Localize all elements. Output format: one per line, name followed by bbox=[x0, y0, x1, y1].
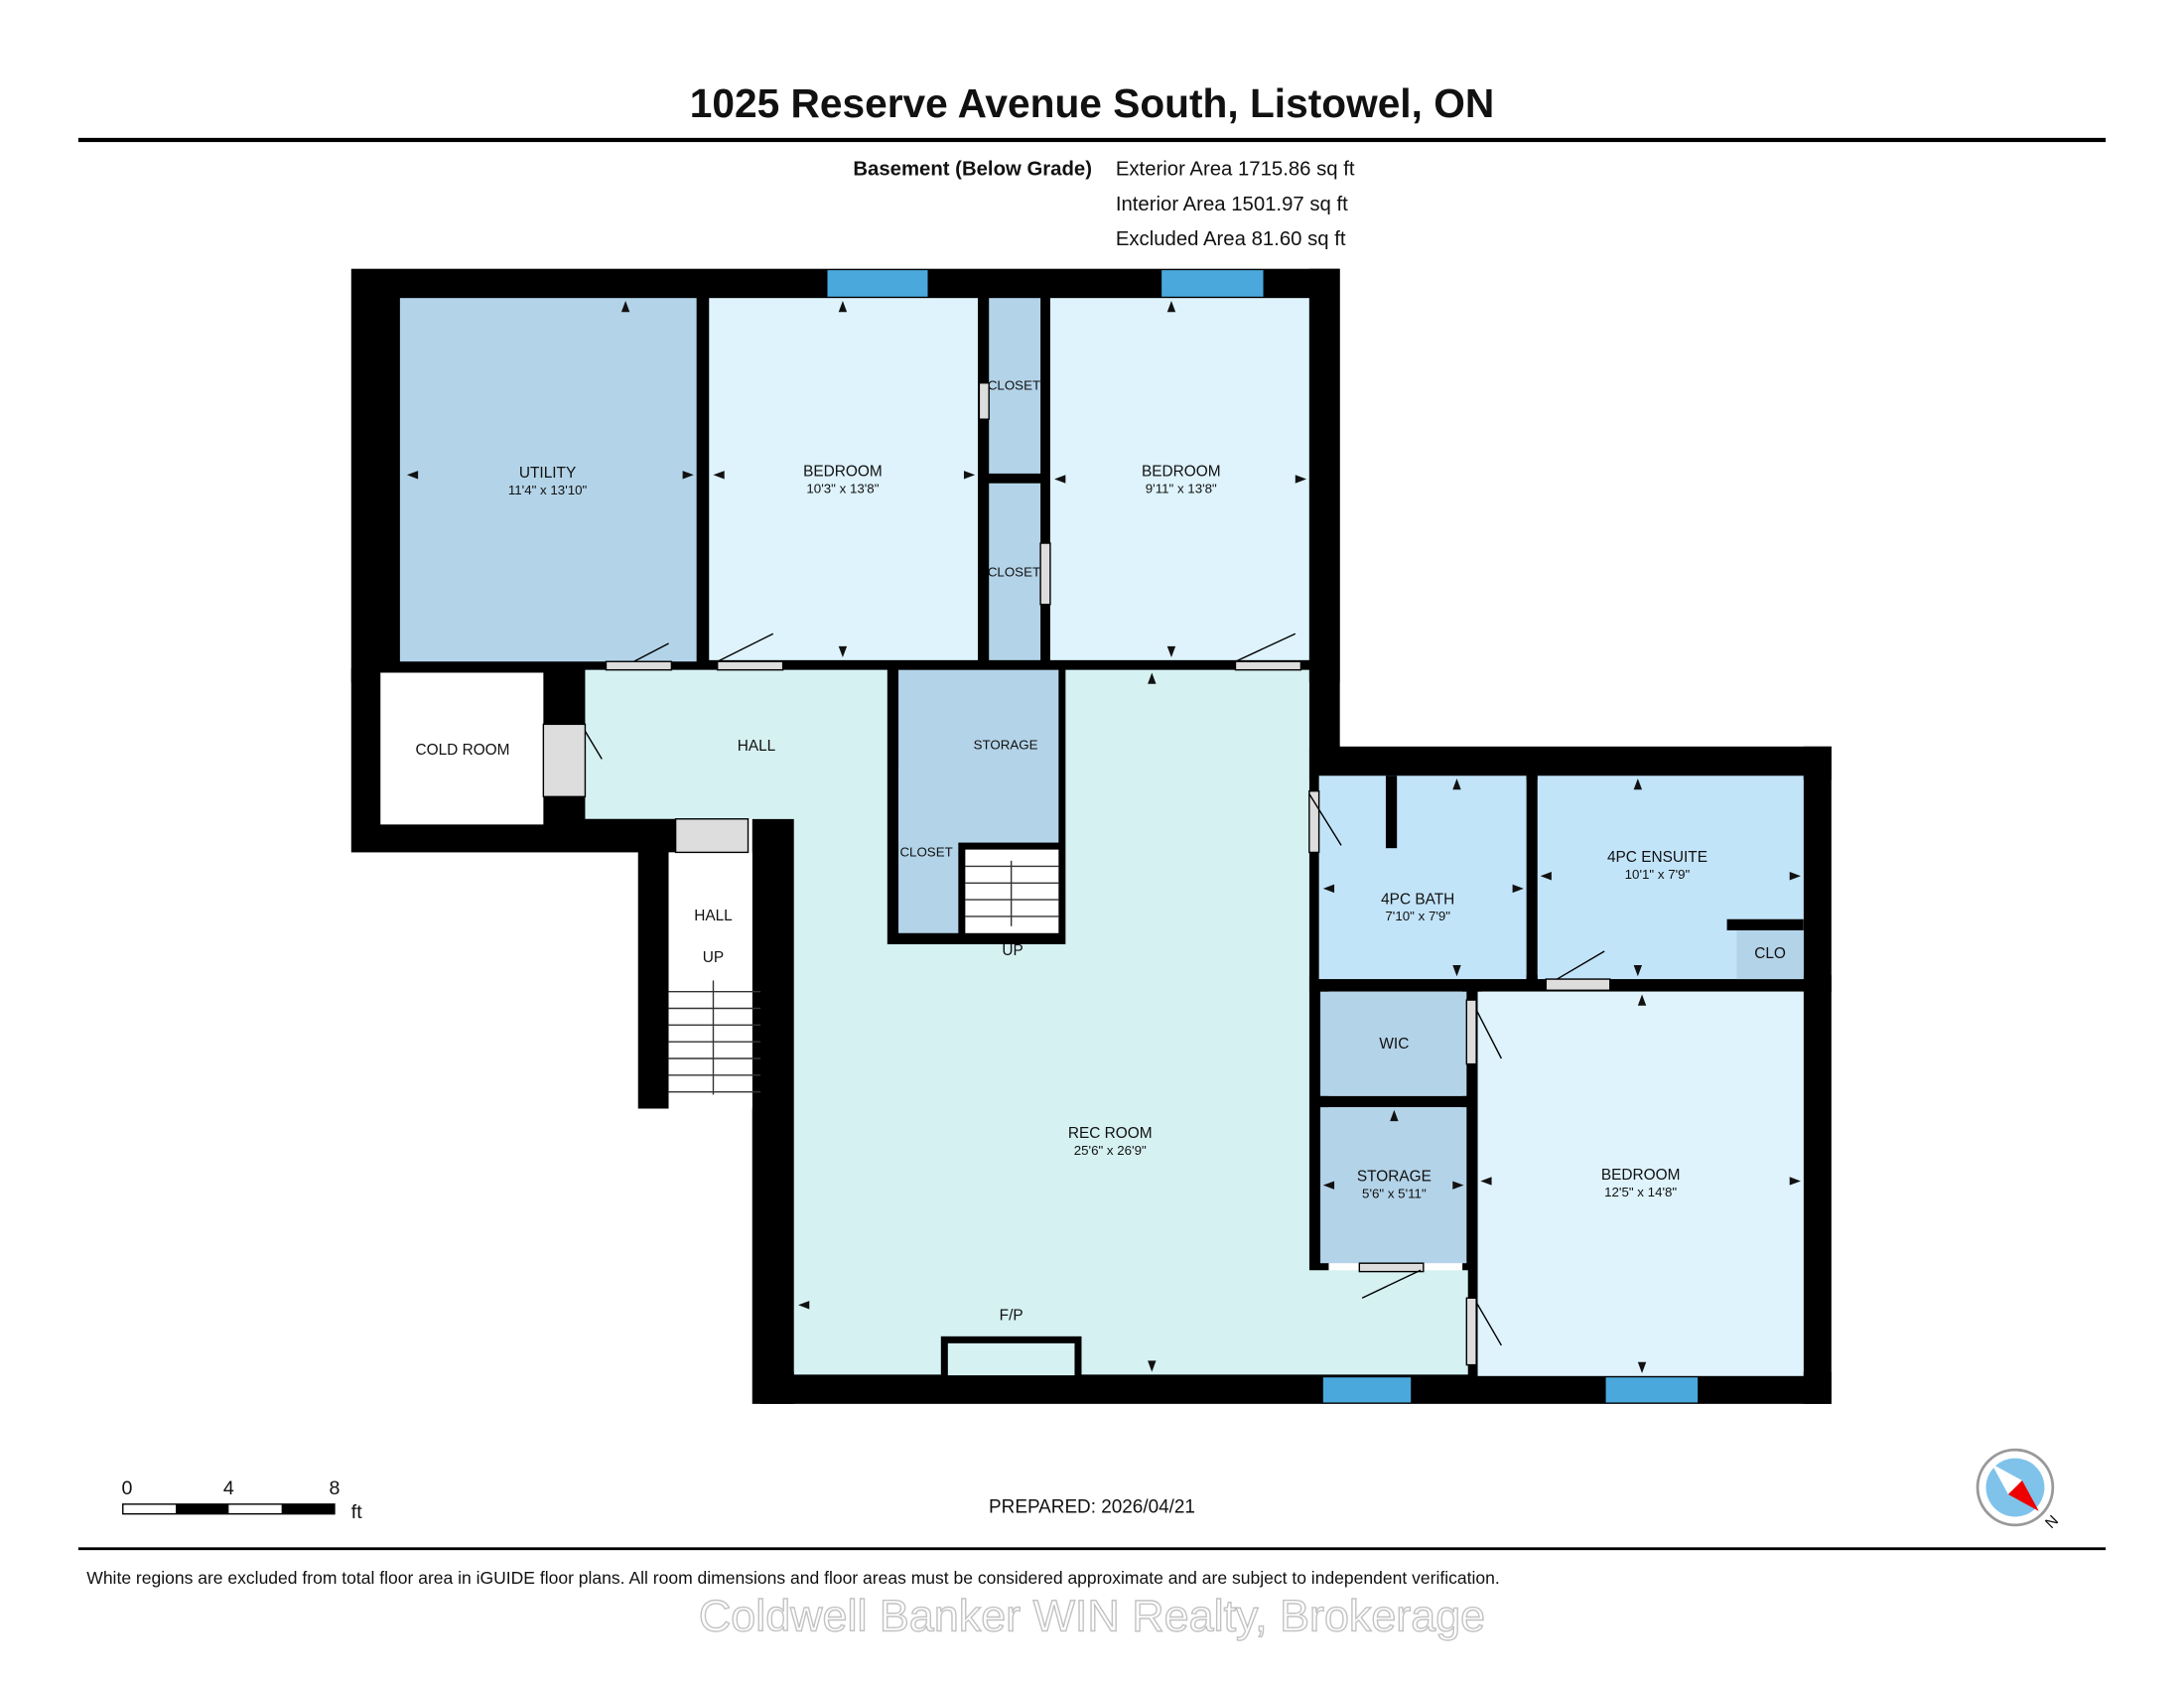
svg-text:CLOSET: CLOSET bbox=[988, 565, 1040, 580]
page-title: 1025 Reserve Avenue South, Listowel, ON bbox=[690, 80, 1494, 126]
svg-text:ft: ft bbox=[351, 1501, 362, 1523]
svg-text:BEDROOM: BEDROOM bbox=[803, 464, 883, 481]
room-closet-3 bbox=[898, 770, 959, 933]
prepared-date: PREPARED: 2026/04/21 bbox=[989, 1496, 1195, 1517]
room-bedroom-3 bbox=[1477, 991, 1804, 1376]
svg-text:4PC BATH: 4PC BATH bbox=[1381, 891, 1454, 908]
svg-text:COLD ROOM: COLD ROOM bbox=[415, 742, 509, 759]
svg-text:F/P: F/P bbox=[1000, 1308, 1024, 1325]
window bbox=[1322, 1377, 1412, 1403]
svg-text:REC ROOM: REC ROOM bbox=[1068, 1125, 1153, 1142]
svg-text:UP: UP bbox=[1002, 942, 1023, 959]
svg-text:UTILITY: UTILITY bbox=[519, 465, 576, 482]
svg-text:10'1" x 7'9": 10'1" x 7'9" bbox=[1625, 867, 1691, 882]
room-clo bbox=[1736, 929, 1804, 980]
svg-text:5'6" x 5'11": 5'6" x 5'11" bbox=[1362, 1186, 1427, 1200]
svg-text:12'5" x 14'8": 12'5" x 14'8" bbox=[1604, 1185, 1677, 1199]
svg-text:8: 8 bbox=[330, 1477, 341, 1499]
svg-text:BEDROOM: BEDROOM bbox=[1601, 1167, 1681, 1184]
exterior-area: Exterior Area 1715.86 sq ft bbox=[1116, 159, 1355, 181]
svg-text:4PC ENSUITE: 4PC ENSUITE bbox=[1607, 849, 1707, 866]
scale-bar: 0 4 8 ft bbox=[122, 1477, 363, 1523]
window bbox=[1161, 270, 1264, 297]
svg-text:7'10" x 7'9": 7'10" x 7'9" bbox=[1385, 909, 1450, 923]
room-storage-2 bbox=[1320, 1107, 1467, 1264]
room-closet-1 bbox=[989, 298, 1041, 474]
svg-text:9'11" x 13'8": 9'11" x 13'8" bbox=[1146, 482, 1217, 496]
interior-area: Interior Area 1501.97 sq ft bbox=[1116, 194, 1348, 215]
room-closet-2 bbox=[989, 483, 1041, 660]
svg-text:WIC: WIC bbox=[1379, 1036, 1409, 1053]
room-wic bbox=[1320, 991, 1467, 1096]
svg-text:STORAGE: STORAGE bbox=[1357, 1168, 1432, 1185]
svg-text:CLOSET: CLOSET bbox=[899, 845, 952, 860]
floor-name: Basement (Below Grade) bbox=[853, 159, 1092, 181]
windows bbox=[827, 270, 1699, 1403]
svg-text:4: 4 bbox=[223, 1477, 234, 1499]
svg-text:N: N bbox=[2042, 1512, 2062, 1532]
svg-text:UP: UP bbox=[703, 949, 724, 966]
room-rec-hall bbox=[585, 669, 1468, 1375]
svg-text:25'6" x 26'9": 25'6" x 26'9" bbox=[1074, 1143, 1147, 1158]
svg-text:CLO: CLO bbox=[1754, 945, 1786, 962]
fireplace bbox=[940, 1336, 1082, 1383]
header-divider bbox=[77, 137, 2107, 143]
rooms bbox=[380, 298, 1804, 1376]
svg-text:BEDROOM: BEDROOM bbox=[1142, 464, 1221, 481]
svg-text:HALL: HALL bbox=[694, 908, 733, 924]
disclaimer: White regions are excluded from total fl… bbox=[86, 1568, 1499, 1588]
svg-text:STORAGE: STORAGE bbox=[974, 738, 1038, 753]
room-bath bbox=[1318, 775, 1527, 980]
svg-text:11'4" x 13'10": 11'4" x 13'10" bbox=[508, 483, 588, 497]
stair-treads bbox=[668, 860, 1059, 1095]
room-labels: UTILITY 11'4" x 13'10" BEDROOM 10'3" x 1… bbox=[415, 378, 1785, 1325]
room-cold-room bbox=[380, 672, 544, 825]
svg-text:0: 0 bbox=[122, 1477, 133, 1499]
doors bbox=[542, 382, 1611, 1366]
room-utility bbox=[399, 298, 697, 662]
watermark: Coldwell Banker WIN Realty, Brokerage bbox=[699, 1590, 1485, 1640]
window bbox=[1605, 1377, 1699, 1403]
window bbox=[827, 270, 928, 297]
svg-text:10'3" x 13'8": 10'3" x 13'8" bbox=[806, 482, 879, 496]
svg-text:CLOSET: CLOSET bbox=[988, 378, 1040, 393]
room-bedroom-1 bbox=[709, 298, 978, 660]
room-bedroom-2 bbox=[1049, 298, 1309, 660]
svg-text:HALL: HALL bbox=[738, 738, 776, 755]
room-hall-2 bbox=[668, 852, 752, 1109]
compass-icon: N bbox=[1976, 1448, 2062, 1532]
excluded-area: Excluded Area 81.60 sq ft bbox=[1116, 228, 1346, 250]
footer-divider bbox=[77, 1547, 2107, 1551]
